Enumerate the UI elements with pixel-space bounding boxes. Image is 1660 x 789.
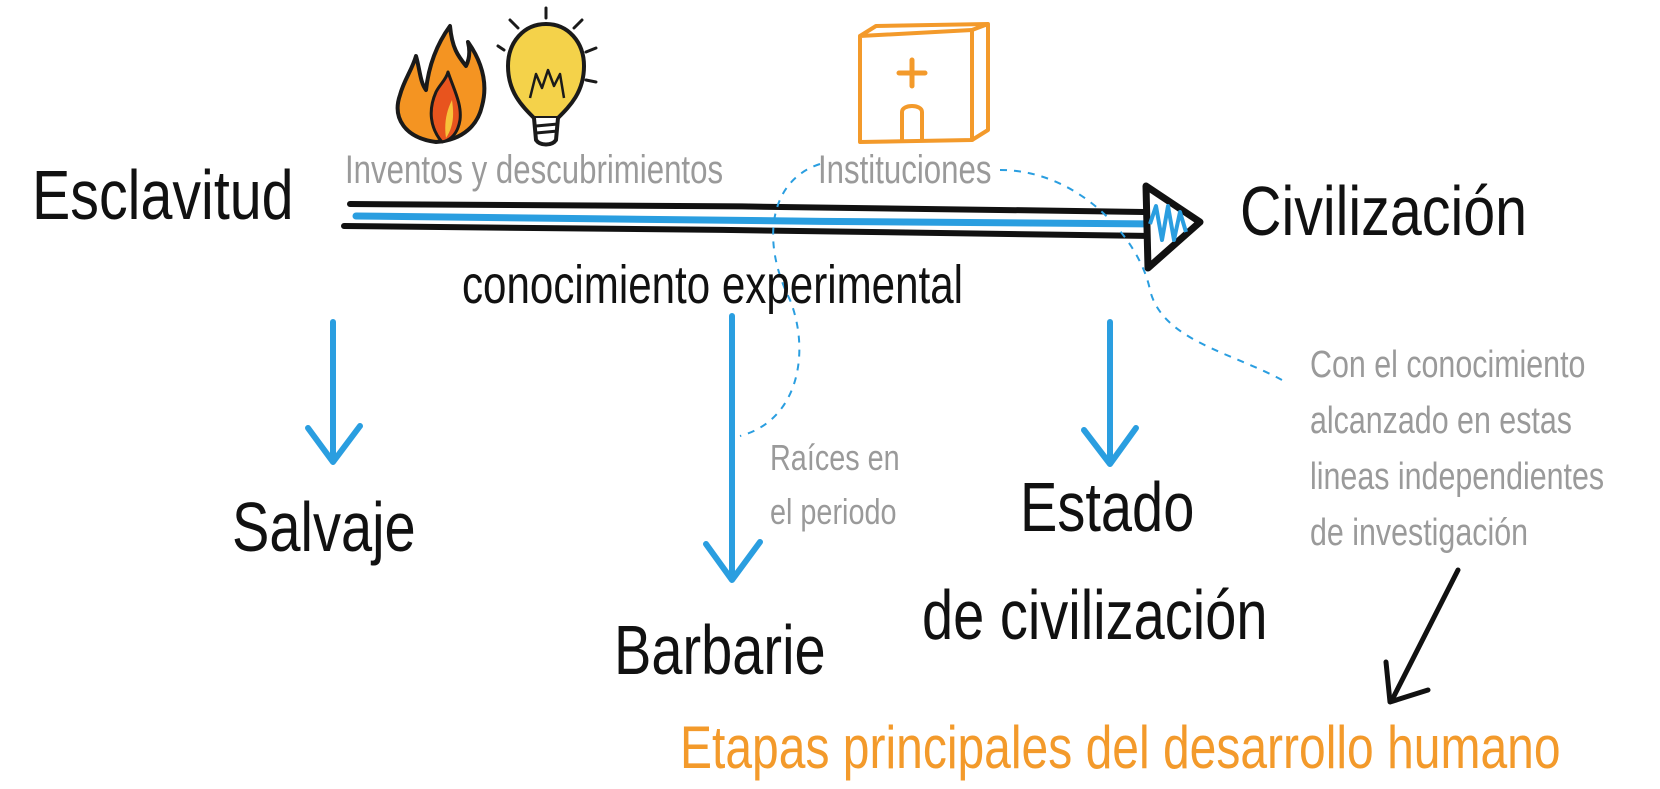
knowledge-note-line2: alcanzado en estas	[1310, 400, 1572, 442]
institutions-label: Instituciones	[818, 148, 992, 192]
lightbulb-icon	[496, 6, 598, 147]
inventions-label: Inventos y descubrimientos	[345, 148, 724, 192]
dashed-connector-right	[999, 169, 1283, 381]
arrow-to-barbarie	[703, 313, 763, 583]
arrow-to-estado	[1081, 319, 1139, 467]
end-label: Civilización	[1240, 172, 1528, 250]
dashed-connector-left	[739, 163, 821, 437]
knowledge-note-line1: Con el conocimiento	[1310, 344, 1586, 386]
arrow-to-footer	[1383, 567, 1461, 705]
stage-salvaje: Salvaje	[232, 488, 416, 566]
stage-estado-line2: de civilización	[922, 576, 1268, 654]
main-arrow	[341, 182, 1204, 272]
arrow-to-salvaje	[305, 319, 363, 465]
hospital-building-icon	[858, 22, 990, 144]
roots-note-line1: Raíces en	[770, 437, 900, 478]
flame-icon	[395, 24, 487, 144]
footer-title: Etapas principales del desarrollo humano	[680, 714, 1561, 781]
start-label: Esclavitud	[32, 156, 294, 234]
knowledge-note-line3: lineas independientes	[1310, 456, 1605, 498]
knowledge-note-line4: de investigación	[1310, 512, 1529, 554]
roots-note-line2: el periodo	[770, 491, 897, 532]
stage-barbarie: Barbarie	[614, 611, 826, 689]
axis-caption: conocimiento experimental	[462, 255, 964, 315]
stage-estado-line1: Estado	[1020, 468, 1195, 546]
